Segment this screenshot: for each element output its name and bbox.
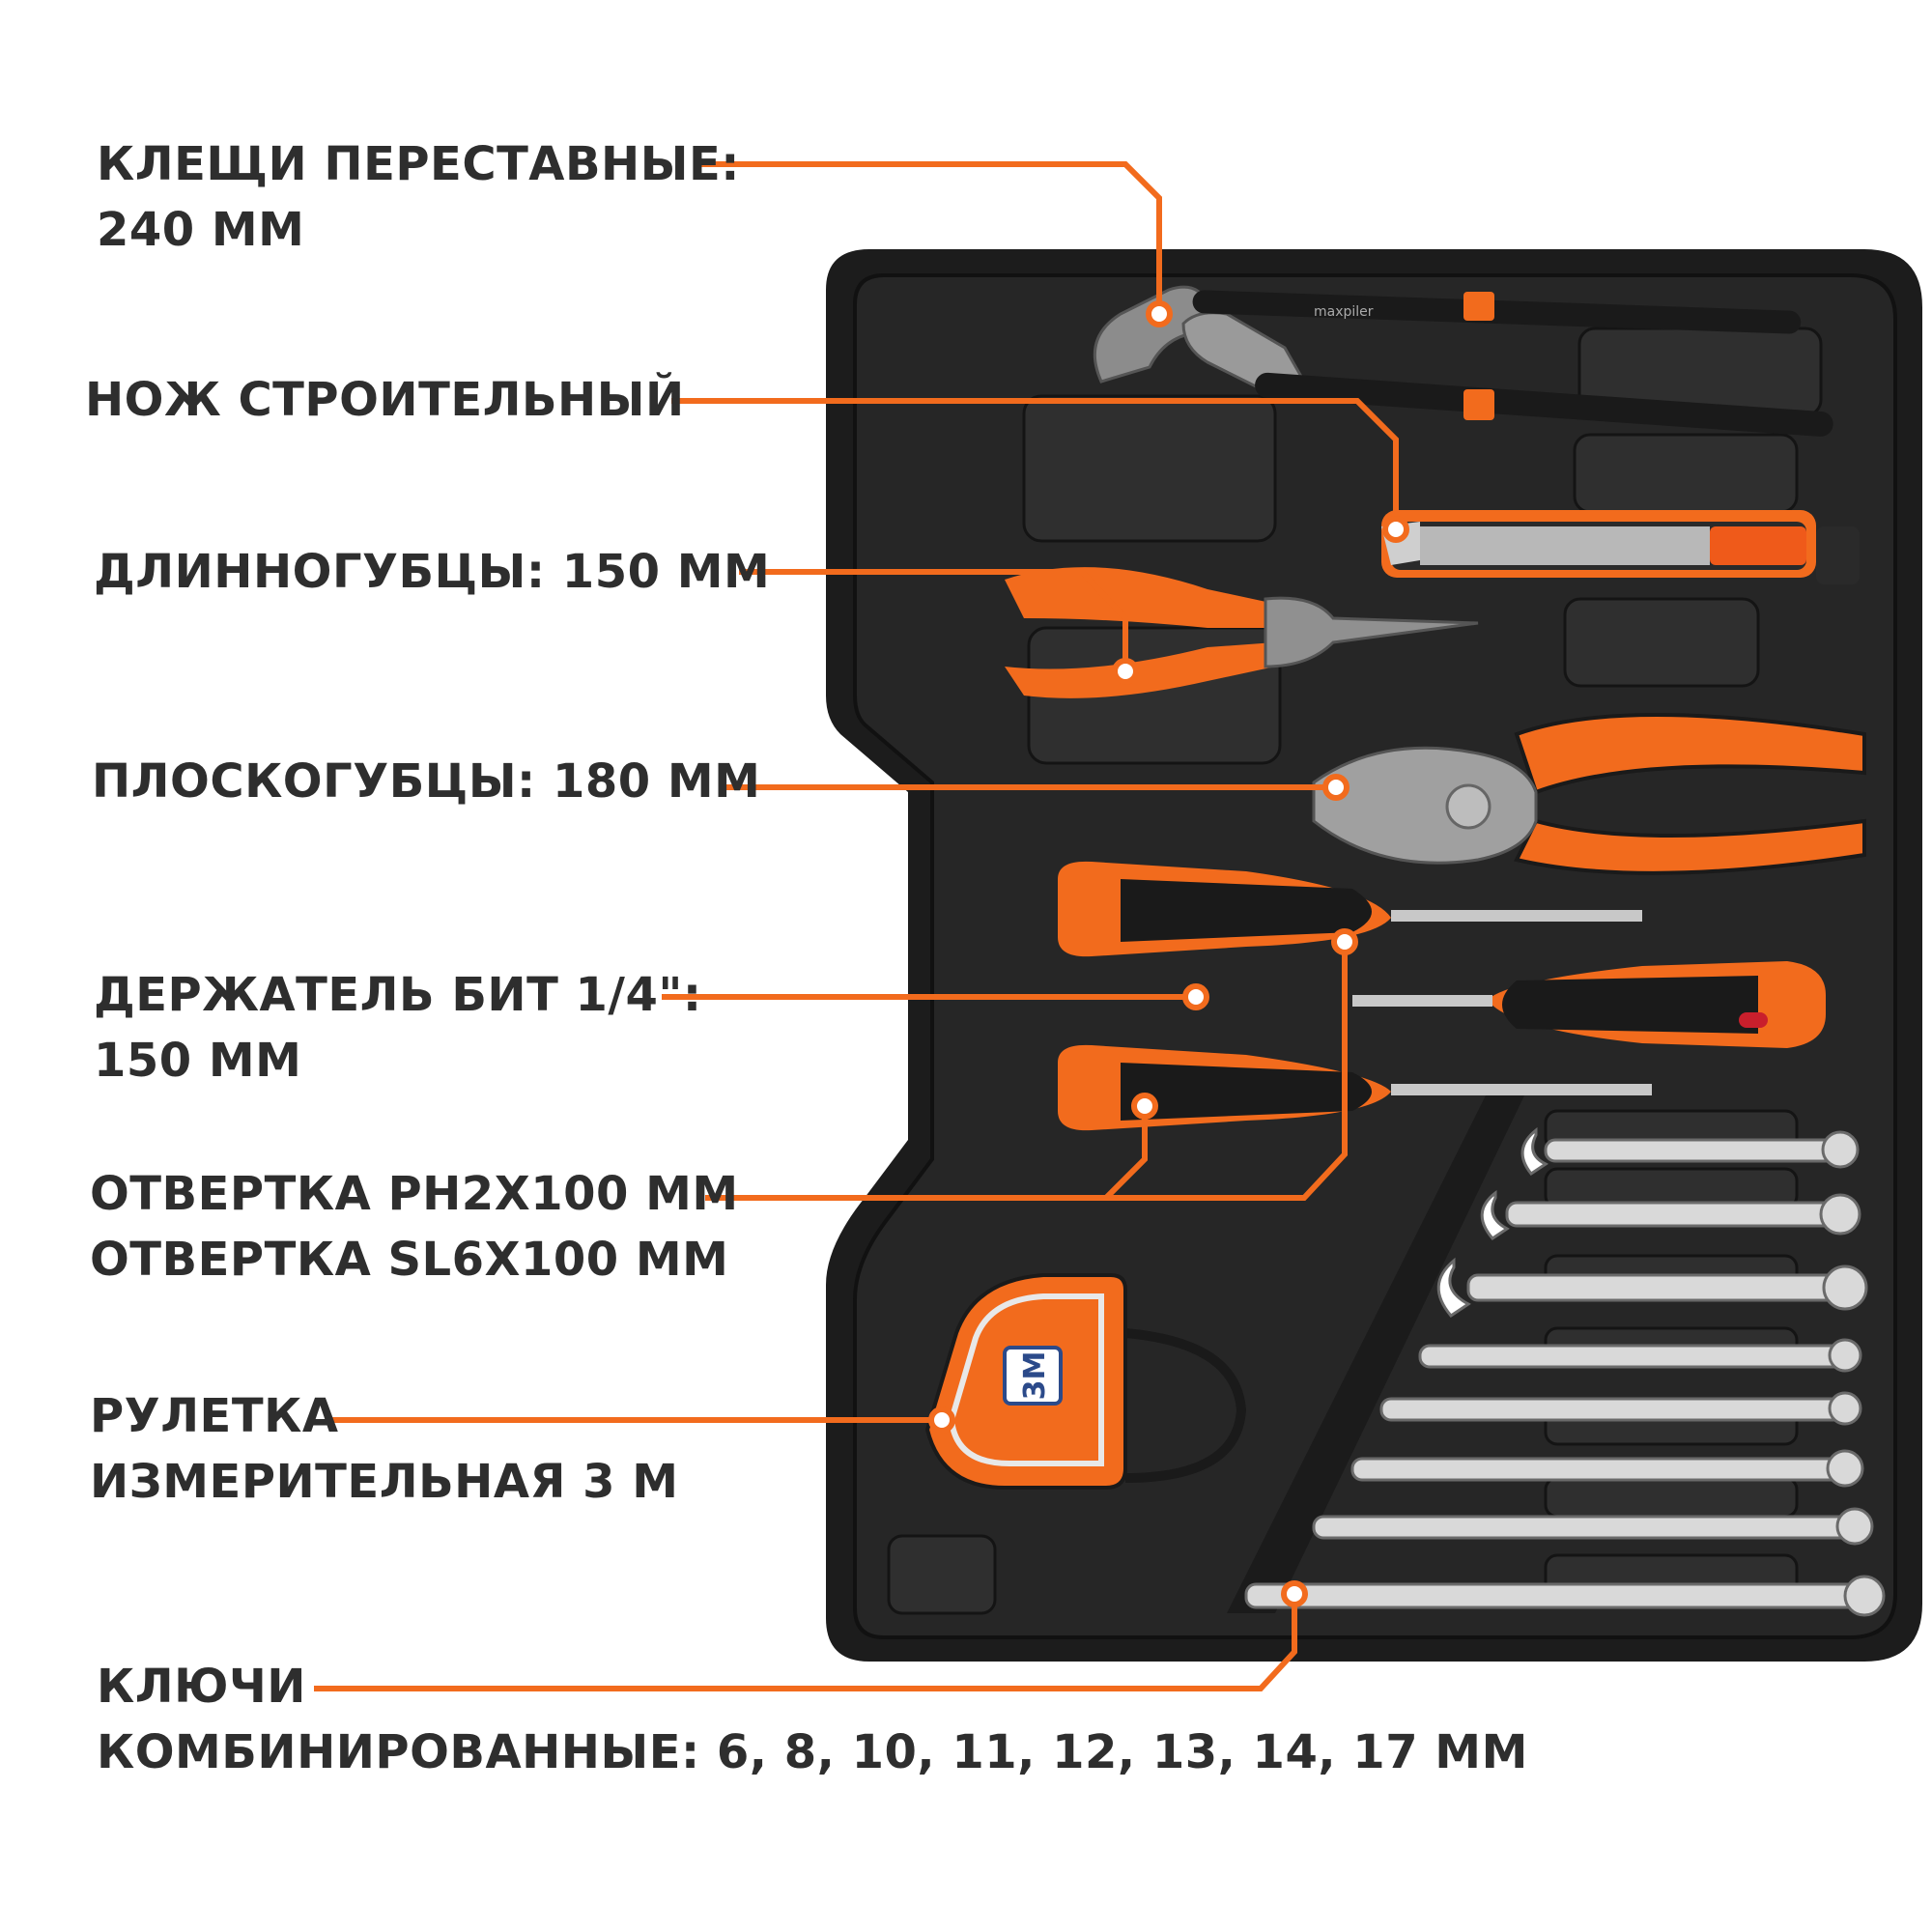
label-bit-holder-line2: 150 ММ [94, 1034, 302, 1088]
callout-line-screwdriver-sl [1106, 942, 1348, 1201]
combination-pliers [1312, 713, 1866, 875]
callout-line-long-nose [739, 569, 1128, 671]
label-screwdrivers-line1: ОТВЕРТКА PH2X100 ММ [90, 1167, 739, 1221]
label-pliers-adjustable: КЛЕЩИ ПЕРЕСТАВНЫЕ: 240 ММ [97, 131, 740, 263]
tape-size-text: 3M [1018, 1351, 1052, 1401]
callout-lines [314, 161, 1399, 1691]
marker-long-nose [1112, 658, 1139, 685]
callout-line-screwdriver-ph [705, 1106, 1148, 1201]
label-bit-holder-line1: ДЕРЖАТЕЛЬ БИТ 1/4": [94, 968, 702, 1022]
brand-text-pliers: maxpiler [1314, 304, 1374, 320]
label-tape-line2: ИЗМЕРИТЕЛЬНАЯ 3 М [90, 1455, 679, 1509]
callout-line-knife [671, 398, 1399, 529]
marker-screwdriver-sl [1331, 928, 1358, 955]
label-combination-pliers: ПЛОСКОГУБЦЫ: 180 ММ [92, 749, 760, 814]
marker-bit-holder [1182, 983, 1209, 1010]
label-wrenches: КЛЮЧИ КОМБИНИРОВАННЫЕ: 6, 8, 10, 11, 12,… [97, 1654, 1528, 1785]
callout-line-pliers-adjustable [696, 161, 1162, 314]
callout-line-wrenches [314, 1594, 1297, 1691]
label-wrenches-line1: КЛЮЧИ [97, 1660, 306, 1714]
tape-measure: 3M [924, 1273, 1247, 1490]
label-tape-line1: РУЛЕТКА [90, 1389, 339, 1443]
label-combination-pliers-line1: ПЛОСКОГУБЦЫ: 180 ММ [92, 754, 761, 809]
marker-screwdriver-ph [1131, 1093, 1158, 1120]
label-wrenches-line2: КОМБИНИРОВАННЫЕ: 6, 8, 10, 11, 12, 13, 1… [97, 1725, 1528, 1779]
long-nose-pliers [1005, 567, 1479, 698]
utility-knife [1381, 510, 1860, 584]
marker-tape [928, 1406, 955, 1434]
callout-markers [928, 300, 1409, 1607]
marker-knife [1382, 516, 1409, 543]
marker-pliers-adjustable [1146, 300, 1173, 327]
label-screwdrivers: ОТВЕРТКА PH2X100 ММ ОТВЕРТКА SL6X100 ММ [90, 1161, 739, 1293]
label-long-nose-line1: ДЛИННОГУБЦЫ: 150 ММ [94, 545, 771, 599]
adjustable-pliers: maxpiler [1093, 285, 1833, 437]
bit-holder [1352, 961, 1826, 1048]
label-pliers-adjustable-line2: 240 ММ [97, 203, 305, 257]
label-bit-holder: ДЕРЖАТЕЛЬ БИТ 1/4": 150 ММ [94, 962, 702, 1094]
label-long-nose: ДЛИННОГУБЦЫ: 150 ММ [94, 539, 770, 605]
label-knife: НОЖ СТРОИТЕЛЬНЫЙ [85, 367, 685, 433]
marker-wrenches [1281, 1580, 1308, 1607]
marker-combination-pliers [1322, 774, 1350, 801]
label-knife-line1: НОЖ СТРОИТЕЛЬНЫЙ [85, 373, 685, 427]
screwdriver-1 [1058, 861, 1642, 957]
label-pliers-adjustable-line1: КЛЕЩИ ПЕРЕСТАВНЫЕ: [97, 137, 740, 191]
label-tape: РУЛЕТКА ИЗМЕРИТЕЛЬНАЯ 3 М [90, 1383, 679, 1515]
wrench-set [1244, 1126, 1886, 1617]
label-screwdrivers-line2: ОТВЕРТКА SL6X100 ММ [90, 1233, 729, 1287]
